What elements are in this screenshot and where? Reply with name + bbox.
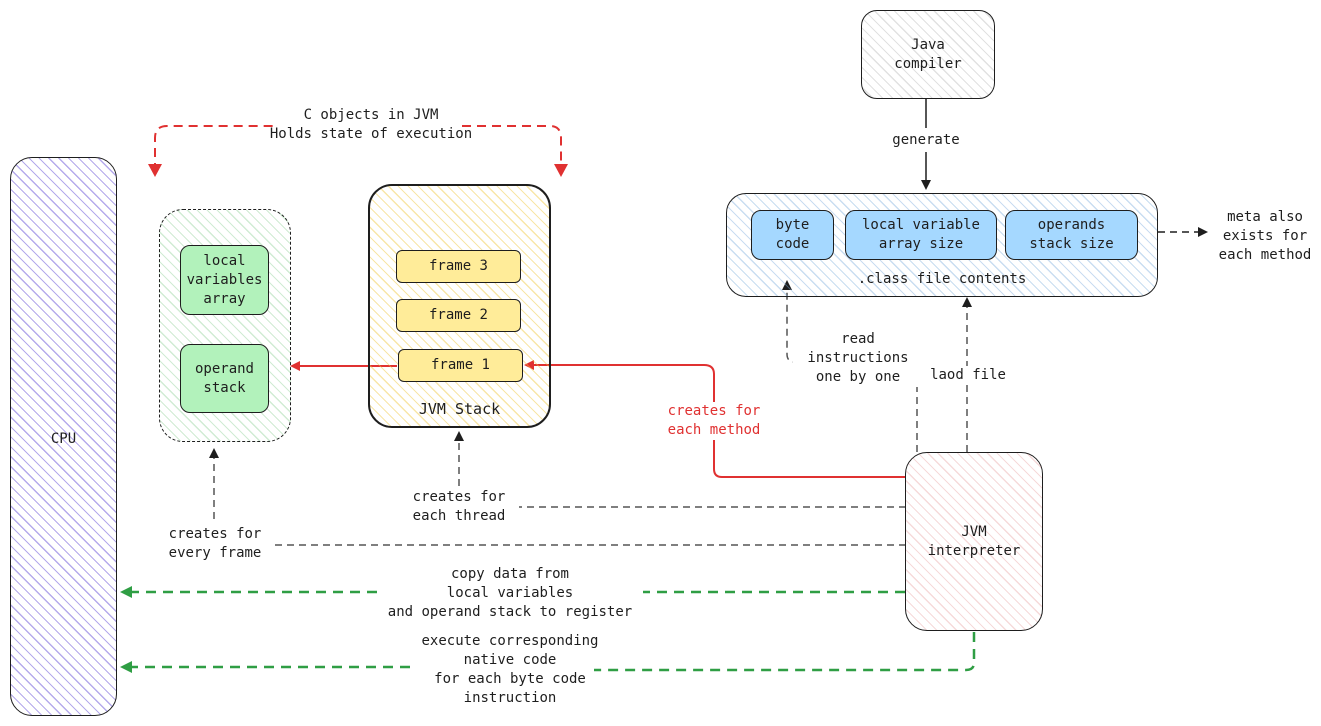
class-file-local-variable-array-size: local variable array size xyxy=(845,210,997,260)
bracket-left-arrowhead xyxy=(148,164,162,177)
class-file-title: .class file contents xyxy=(857,271,1027,287)
jvm-stack-frame-3: frame 3 xyxy=(396,250,521,283)
creates-for-each-thread-label: creates for each thread xyxy=(399,488,519,526)
local-variables-array: local variables array xyxy=(180,245,269,315)
class-file-operands-stack-size: operands stack size xyxy=(1005,210,1138,260)
class-file-byte-code: byte code xyxy=(751,210,834,260)
jvm-stack-frame-1: frame 1 xyxy=(398,349,523,382)
creates-for-each-method-label: creates for each method xyxy=(654,402,774,440)
load-file-label: laod file xyxy=(923,366,1013,385)
execute-line-right xyxy=(594,632,976,672)
jvm-stack-frame-2: frame 2 xyxy=(396,299,521,332)
generate-label: generate xyxy=(892,132,960,148)
bracket-right-arrowhead xyxy=(554,164,568,177)
jvm-objects-note: C objects in JVM Holds state of executio… xyxy=(269,107,473,142)
meta-note: meta also exists for each method xyxy=(1218,209,1312,263)
copy-data-label: copy data from local variables and opera… xyxy=(387,566,633,620)
jvm-stack-title: JVM Stack xyxy=(418,400,501,418)
operand-stack: operand stack xyxy=(180,344,269,413)
creates-for-every-frame-label: creates for every frame xyxy=(155,525,275,563)
jvm-objects-bracket xyxy=(154,125,562,172)
cpu-box: CPU xyxy=(10,157,117,716)
jvm-interpreter-box: JVM interpreter xyxy=(905,452,1043,631)
cpu-label: CPU xyxy=(50,431,77,447)
java-compiler-box: Java compiler xyxy=(861,10,995,99)
read-instructions-label: read instructions one by one xyxy=(793,330,923,387)
execute-native-code-label: execute corresponding native code for ea… xyxy=(421,633,599,706)
